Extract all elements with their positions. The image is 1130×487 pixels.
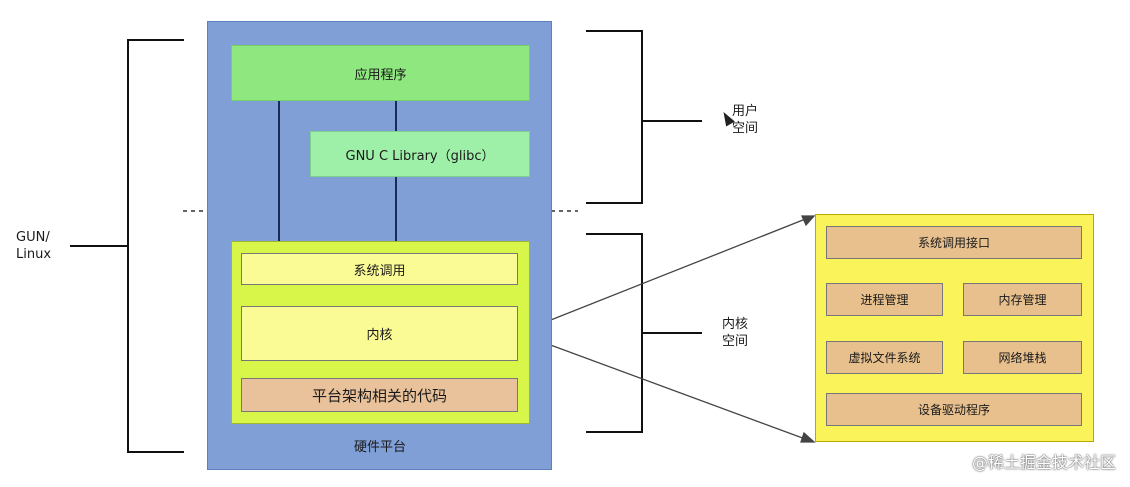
- syscall-label: 系统调用: [353, 263, 406, 279]
- device-drivers-box: 设备驱动程序: [826, 393, 1082, 426]
- user-space-bracket: [586, 30, 702, 204]
- user-space-label-line1: 用户: [732, 104, 759, 119]
- gnu-linux-label: GUN/ Linux: [16, 229, 51, 263]
- kernel-space-label-line2: 空间: [722, 334, 749, 349]
- user-space-label-line2: 空间: [732, 121, 759, 136]
- kernel-box: 内核: [241, 306, 518, 361]
- vfs-box: 虚拟文件系统: [826, 341, 943, 374]
- application-label: 应用程序: [354, 67, 407, 83]
- kernel-label: 内核: [366, 328, 393, 343]
- hardware-platform-label: 硬件平台: [353, 440, 406, 455]
- glibc-label: GNU C Library（glibc）: [345, 148, 495, 164]
- watermark: @稀土掘金技术社区: [971, 453, 1116, 472]
- memory-mgmt-box: 内存管理: [963, 283, 1082, 316]
- vfs-label: 虚拟文件系统: [848, 351, 921, 365]
- user-space-label: 用户 空间: [732, 103, 758, 137]
- gnu-linux-label-line2: Linux: [16, 247, 52, 262]
- kernel-space-label: 内核 空间: [722, 316, 748, 350]
- memory-mgmt-label: 内存管理: [998, 293, 1047, 307]
- syscall-interface-box: 系统调用接口: [826, 226, 1082, 259]
- kernel-detail-connectors: [517, 215, 816, 443]
- syscall-interface-label: 系统调用接口: [917, 236, 990, 250]
- left-bracket: [70, 39, 184, 453]
- network-stack-label: 网络堆栈: [998, 351, 1047, 365]
- syscall-box: 系统调用: [241, 253, 518, 285]
- arch-code-label: 平台架构相关的代码: [311, 386, 447, 405]
- kernel-space-bracket: [586, 233, 702, 433]
- process-mgmt-label: 进程管理: [860, 293, 909, 307]
- kernel-space-label-line1: 内核: [722, 317, 749, 332]
- network-stack-box: 网络堆栈: [963, 341, 1082, 374]
- glibc-box: GNU C Library（glibc）: [310, 131, 530, 177]
- application-box: 应用程序: [231, 45, 530, 101]
- device-drivers-label: 设备驱动程序: [917, 403, 990, 417]
- arch-code-box: 平台架构相关的代码: [241, 378, 518, 412]
- gnu-linux-label-line1: GUN/: [16, 230, 50, 245]
- process-mgmt-box: 进程管理: [826, 283, 943, 316]
